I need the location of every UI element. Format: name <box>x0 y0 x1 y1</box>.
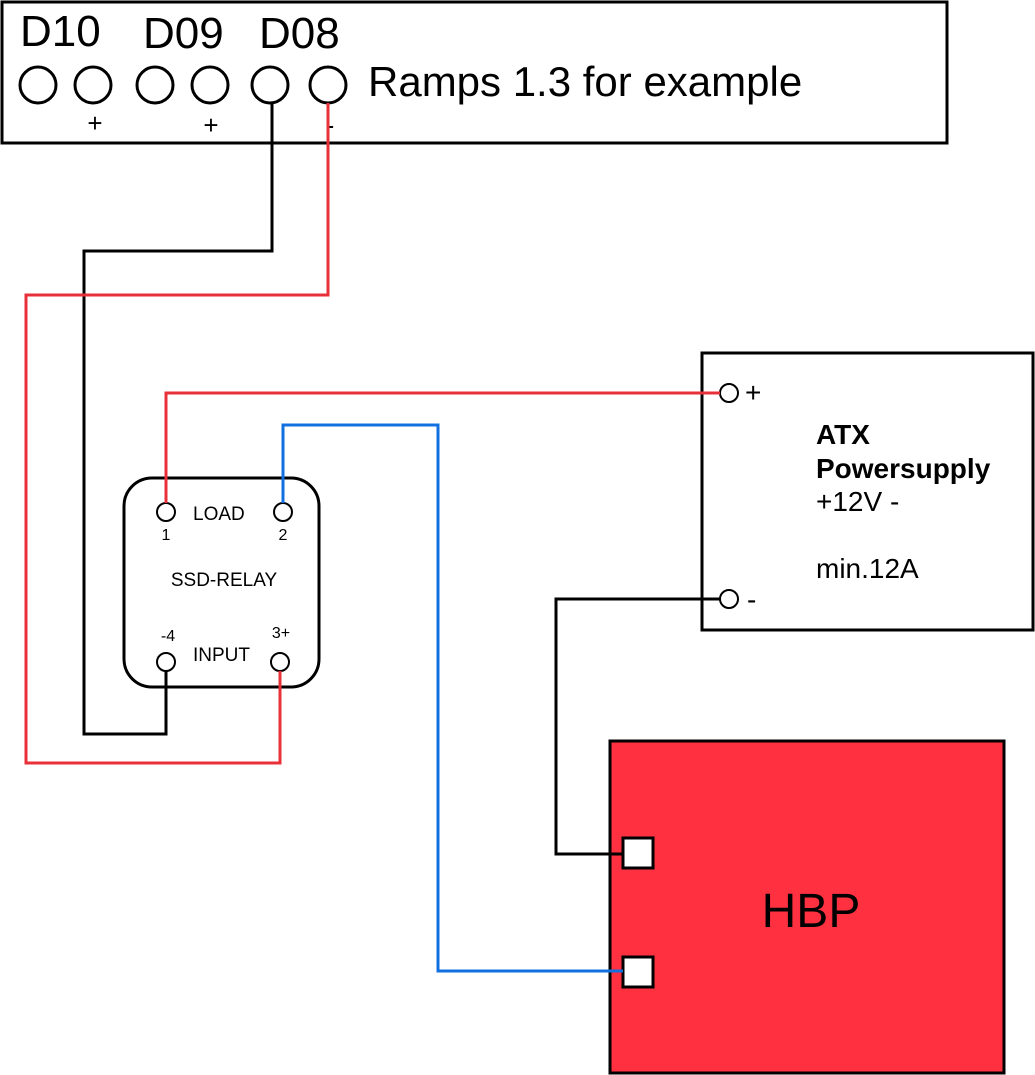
d10-terminal-minus <box>18 65 58 105</box>
psu-minus-sign: - <box>747 584 756 615</box>
psu-title-line1: ATX <box>816 419 870 450</box>
relay-pin3-label: 3+ <box>272 625 290 642</box>
wire-psu-minus-to-hbp <box>554 597 720 856</box>
d10-plus-sign: + <box>87 108 102 138</box>
relay-pin1-label: 1 <box>162 527 171 544</box>
relay-terminal-2 <box>273 502 293 522</box>
wire-psu-plus-to-relay-load-1 <box>164 391 720 503</box>
hbp-heated-bed: HBP <box>608 739 1006 1075</box>
psu-plus-sign: + <box>745 377 761 408</box>
relay-pin4-label: -4 <box>161 628 175 645</box>
psu-current: min.12A <box>816 553 919 584</box>
hbp-label: HBP <box>762 885 861 938</box>
d09-terminal-plus <box>190 65 230 105</box>
d10-terminal-plus <box>73 65 113 105</box>
d09-plus-sign: + <box>203 110 218 140</box>
hbp-outline <box>608 739 1006 1075</box>
relay-terminal-1 <box>156 502 176 522</box>
d08-terminal-a <box>250 65 290 105</box>
hbp-terminal-lower <box>621 955 655 989</box>
relay-name-label: SSD-RELAY <box>171 570 278 591</box>
wires <box>24 103 720 973</box>
psu-minus-terminal <box>719 589 739 609</box>
relay-terminal-3 <box>270 652 290 672</box>
psu-title-line2: Powersupply <box>816 453 991 484</box>
psu-outline <box>700 351 1035 632</box>
d08-terminal-b <box>308 65 348 105</box>
relay-outline <box>122 476 321 689</box>
psu-plus-terminal <box>719 383 739 403</box>
relay-terminal-4 <box>156 652 176 672</box>
relay-input-label: INPUT <box>193 645 250 666</box>
ssd-relay: LOAD 1 2 SSD-RELAY -4 INPUT 3+ <box>122 476 321 689</box>
wire-d08-to-relay-input-plus <box>24 103 330 765</box>
wire-d08-to-relay-input-minus <box>82 103 274 736</box>
ramps-title: Ramps 1.3 for example <box>368 58 802 105</box>
ramps-board: D10 D09 D08 Ramps 1.3 for example + + - <box>0 0 949 145</box>
psu-voltage: +12V - <box>816 486 899 517</box>
relay-pin2-label: 2 <box>279 527 288 544</box>
d09-terminal-minus <box>135 65 175 105</box>
pin-label-d09: D09 <box>143 9 224 58</box>
atx-power-supply: + - ATX Powersupply +12V - min.12A <box>700 351 1035 632</box>
pin-label-d08: D08 <box>259 9 340 58</box>
hbp-terminal-upper <box>621 836 655 870</box>
relay-load-label: LOAD <box>193 504 245 525</box>
d08-minus-sign: - <box>326 110 335 140</box>
pin-label-d10: D10 <box>20 7 101 56</box>
wire-relay-load-2-to-hbp <box>281 423 623 973</box>
